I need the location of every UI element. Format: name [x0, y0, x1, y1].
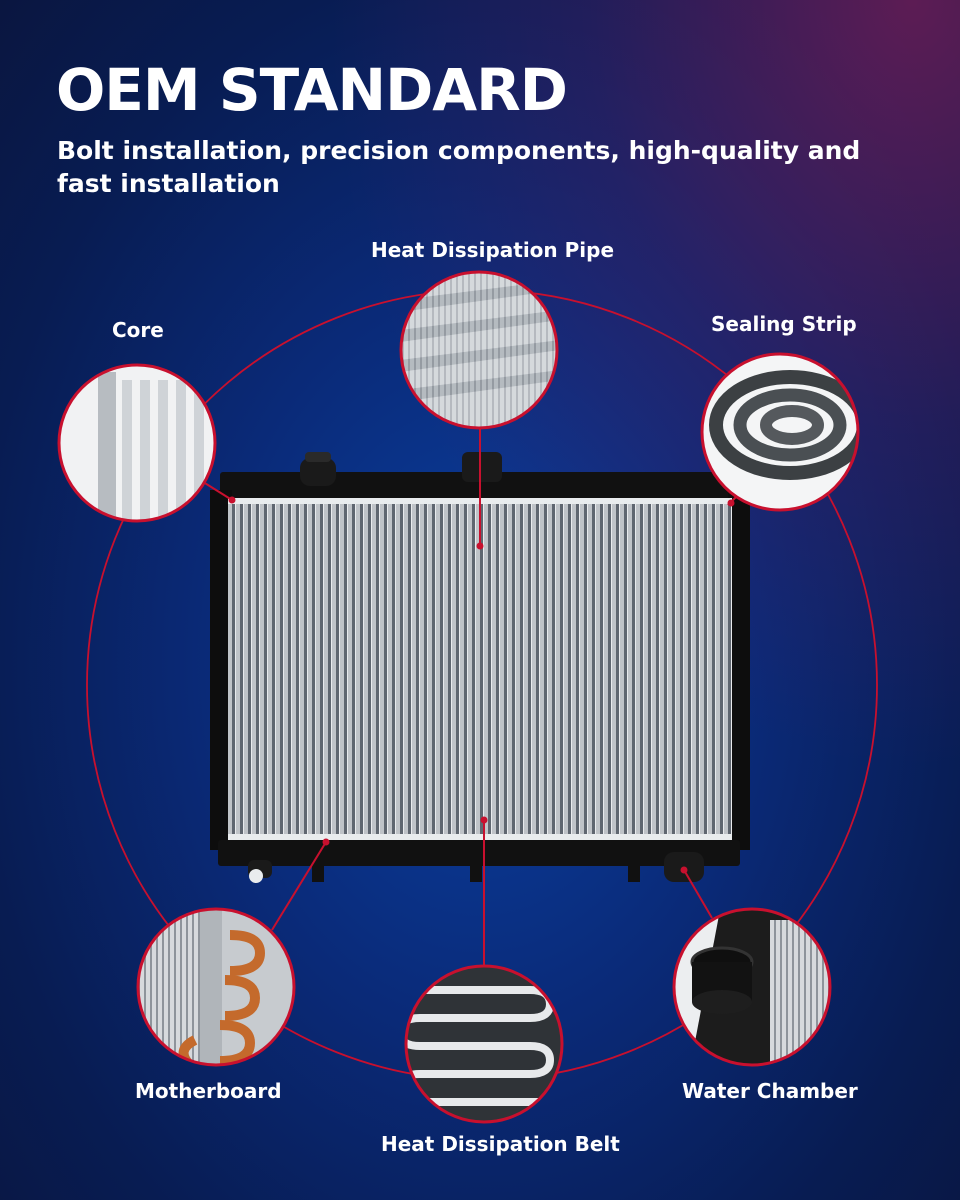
label-water-chamber: Water Chamber — [682, 1079, 858, 1103]
detail-sealing-strip — [700, 352, 860, 512]
detail-heat-dissipation-pipe — [399, 270, 559, 430]
label-motherboard: Motherboard — [135, 1079, 282, 1103]
label-heat-dissipation-pipe: Heat Dissipation Pipe — [371, 238, 615, 262]
page-subtitle: Bolt installation, precision components,… — [57, 136, 861, 198]
label-core: Core — [112, 318, 164, 342]
label-sealing-strip: Sealing Strip — [711, 312, 857, 336]
detail-water-chamber — [672, 907, 832, 1067]
detail-motherboard — [136, 907, 296, 1067]
detail-heat-dissipation-belt — [404, 964, 564, 1124]
callout-dots — [228, 496, 735, 874]
page-title: OEM STANDARD — [56, 56, 568, 124]
detail-core — [57, 363, 217, 523]
label-heat-dissipation-belt: Heat Dissipation Belt — [381, 1132, 620, 1156]
